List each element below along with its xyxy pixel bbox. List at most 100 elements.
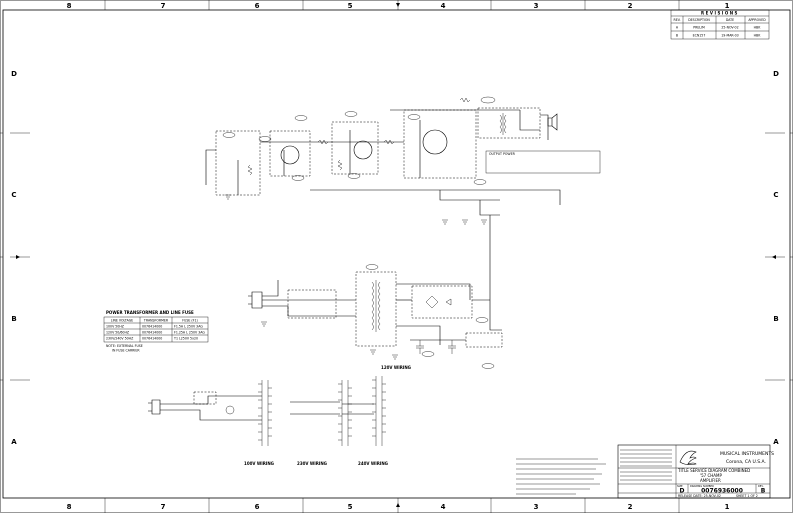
col-label: 2 xyxy=(628,2,633,10)
drawing-number: 0076936000 xyxy=(701,488,743,495)
fuse-header: LINE VOLTAGE xyxy=(111,319,133,323)
fuse-cell: 0076414000 xyxy=(142,337,162,341)
company-location: Corona, CA U.S.A. xyxy=(726,459,766,465)
fuse-cell: 120V 50/60HZ xyxy=(106,331,130,335)
driver-tube-box xyxy=(331,121,379,175)
wiring-label-230v: 230V WIRING xyxy=(297,461,327,466)
wiring-label-120v: 120V WIRING xyxy=(381,365,411,370)
col-label: 1 xyxy=(725,503,730,511)
release-date: RELEASE DATE: 25-NOV-02 xyxy=(678,494,721,498)
row-label: D xyxy=(11,70,17,78)
grid-arrows xyxy=(16,3,776,507)
row-label: A xyxy=(773,438,779,446)
preamp-tube-box xyxy=(269,130,311,177)
drawing-border xyxy=(2,9,791,499)
general-notes xyxy=(516,458,606,495)
rev-cell: A xyxy=(676,26,679,30)
output-power-box xyxy=(485,150,601,174)
alternate-wiring-diagrams: 100V WIRING 230V WIRING 240V WIRING xyxy=(148,376,388,466)
row-label: A xyxy=(11,438,17,446)
fuse-cell: 230V/240V 50HZ xyxy=(106,337,134,341)
drawing-title: AMPLIFIER xyxy=(700,478,721,483)
fuse-cell: F1.25A L 250V 3AG xyxy=(174,331,205,335)
row-label: B xyxy=(11,315,16,323)
col-label: 2 xyxy=(628,503,633,511)
fuse-table-title: POWER TRANSFORMER AND LINE FUSE xyxy=(106,310,194,315)
amplifier-circuit: OUTPUT POWER xyxy=(205,96,601,300)
row-label: D xyxy=(773,70,779,78)
tube-v1a xyxy=(280,145,300,165)
rev-header: DATE xyxy=(726,18,734,22)
drawing-size: D xyxy=(680,488,685,495)
col-label: 6 xyxy=(255,503,260,511)
drawing-rev: B xyxy=(761,488,766,495)
fuse-note: NOTE: EXTERNAL FUSE xyxy=(106,344,143,348)
rev-cell: 19-MAR-03 xyxy=(721,34,738,38)
pilot-lamp-box xyxy=(465,332,503,348)
grid-row-labels: D C B A D C B A xyxy=(11,70,779,446)
sheet-number: SHEET 1 OF 2 xyxy=(736,494,758,498)
col-label: 5 xyxy=(348,2,353,10)
rev-cell: B xyxy=(676,34,678,38)
output-power-note-line: OUTPUT POWER xyxy=(489,152,516,156)
revisions-block: REVISIONS REV. DESCRIPTION DATE APPROVED… xyxy=(670,9,770,40)
rev-cell: HBK xyxy=(754,26,762,30)
power-switch-box xyxy=(287,289,337,319)
row-label: C xyxy=(773,191,778,199)
grid-column-labels-bottom: 8 7 6 5 4 3 2 1 xyxy=(67,503,730,511)
tube-v2 xyxy=(422,129,448,155)
pilot-lamp-icon xyxy=(225,405,235,415)
power-supply-circuit: 120V WIRING xyxy=(248,264,503,370)
rev-cell: PRELIM xyxy=(693,26,705,30)
row-label: C xyxy=(11,191,16,199)
col-label: 6 xyxy=(255,2,260,10)
drawing-title: '57 CHAMP xyxy=(700,473,722,478)
col-label: 8 xyxy=(67,503,72,511)
col-label: 4 xyxy=(441,503,446,511)
rev-header: APPROVED xyxy=(748,18,766,22)
rev-cell: 25-NOV-02 xyxy=(721,26,738,30)
revisions-title: REVISIONS xyxy=(701,11,739,16)
fuse-cell: 0076414000 xyxy=(142,331,162,335)
rev-header: DESCRIPTION xyxy=(688,18,710,22)
rev-cell: HBK xyxy=(754,34,762,38)
rev-label: REV. xyxy=(758,484,764,488)
rectifier-box xyxy=(411,285,473,319)
row-label: B xyxy=(773,315,778,323)
drawing-number-label: DRAWING NUMBER xyxy=(690,484,714,488)
output-transformer-box xyxy=(477,107,541,139)
tube-v1b xyxy=(353,140,373,160)
wiring-label-240v: 240V WIRING xyxy=(358,461,388,466)
col-label: 4 xyxy=(441,2,446,10)
col-label: 7 xyxy=(161,2,166,10)
fuse-cell: 0076414000 xyxy=(142,325,162,329)
grid-column-labels-top: 8 7 6 5 4 3 2 1 xyxy=(67,2,730,10)
fuse-cell: F1.5A L 250V 3AG xyxy=(174,325,203,329)
col-label: 3 xyxy=(534,503,539,511)
rev-cell: ECN157 xyxy=(693,34,706,38)
col-label: 1 xyxy=(725,2,730,10)
fuse-cell: T1 L250V 5x20 xyxy=(173,337,198,341)
fender-logo-icon xyxy=(679,450,697,465)
power-transformer-box xyxy=(355,271,397,347)
fuse-note: IN FUSE CARRIER xyxy=(112,349,140,353)
fuse-header: FUSE (F1) xyxy=(182,319,198,323)
col-label: 8 xyxy=(67,2,72,10)
col-label: 5 xyxy=(348,503,353,511)
col-label: 7 xyxy=(161,503,166,511)
company-name: MUSICAL INSTRUMENTS xyxy=(720,451,774,457)
fuse-table: POWER TRANSFORMER AND LINE FUSE LINE VOL… xyxy=(103,310,209,353)
wiring-label-100v: 100V WIRING xyxy=(244,461,274,466)
drawing-title: TITLE SERVICE DIAGRAM COMBINED xyxy=(677,468,750,473)
title-block: MUSICAL INSTRUMENTS Corona, CA U.S.A. TI… xyxy=(617,444,774,499)
fuse-header: TRANSFORMER xyxy=(143,319,169,323)
size-label: SIZE xyxy=(677,484,683,488)
power-tube-box xyxy=(403,109,477,179)
fuse-cell: 100V 50HZ xyxy=(106,325,125,329)
rev-header: REV. xyxy=(673,18,680,22)
col-label: 3 xyxy=(534,2,539,10)
